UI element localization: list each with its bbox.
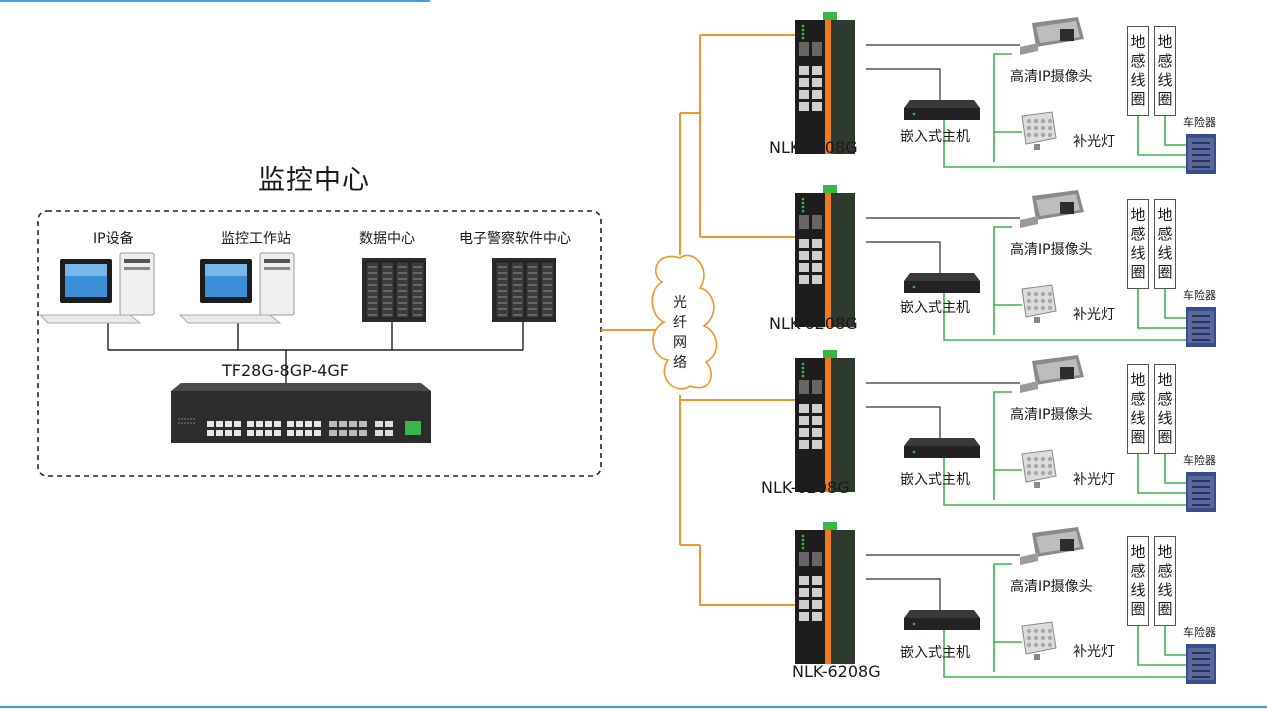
desktop-computer-icon <box>178 252 295 324</box>
ip-camera-label: 高清IP摄像头 <box>1010 407 1093 423</box>
green-link <box>1137 450 1186 494</box>
embedded-host-label: 嵌入式主机 <box>900 300 970 316</box>
green-link <box>993 53 1012 162</box>
green-link <box>943 458 1186 506</box>
fill-light-icon <box>1021 621 1057 660</box>
vehicle-detector-label: 车险器 <box>1183 116 1216 129</box>
switch-host-link <box>866 578 941 612</box>
ip-camera-icon <box>1020 527 1084 565</box>
bottom-accent-line <box>0 706 1267 708</box>
loop-detector-coil: 地感线圈 <box>1154 364 1176 454</box>
industrial-switch-icon <box>795 350 855 492</box>
site-group <box>795 185 1216 347</box>
green-link <box>1164 112 1186 146</box>
switch-host-link <box>866 241 941 275</box>
industrial-switch-icon <box>795 185 855 327</box>
vehicle-detector-icon <box>1186 134 1216 174</box>
device-label: 电子警察软件中心 <box>459 231 571 247</box>
embedded-host-label: 嵌入式主机 <box>900 645 970 661</box>
fill-light-label: 补光灯 <box>1073 307 1115 323</box>
switch-host-link <box>866 68 941 102</box>
embedded-host-label: 嵌入式主机 <box>900 129 970 145</box>
fill-light-icon <box>1021 449 1057 488</box>
loop-detector-coil: 地感线圈 <box>1154 26 1176 116</box>
embedded-host-icon <box>904 273 980 293</box>
fiber-network-char: 光 <box>673 295 687 311</box>
control-center-boundary <box>37 210 602 477</box>
industrial-switch-icon <box>795 522 855 664</box>
vehicle-detector-icon <box>1186 472 1216 512</box>
green-link <box>993 226 1012 335</box>
device-label: IP设备 <box>93 231 134 247</box>
ip-camera-label: 高清IP摄像头 <box>1010 242 1093 258</box>
fill-light-icon <box>1021 284 1057 323</box>
site-switch-label: NLK-6208G <box>769 314 858 333</box>
fiber-network-char: 络 <box>673 355 687 371</box>
industrial-switch-icon <box>795 12 855 154</box>
vehicle-detector-label: 车险器 <box>1183 626 1216 639</box>
embedded-host-icon <box>904 100 980 120</box>
green-link <box>993 563 1012 672</box>
green-link <box>943 630 1186 678</box>
green-link <box>993 391 1012 500</box>
site-group <box>795 522 1216 684</box>
fiber-network-char: 网 <box>673 335 687 351</box>
ip-camera-icon <box>1020 17 1084 55</box>
green-link <box>1164 450 1186 484</box>
green-link <box>943 293 1186 341</box>
embedded-host-icon <box>904 610 980 630</box>
device-label: 监控工作站 <box>221 231 291 247</box>
green-link <box>1164 622 1186 656</box>
vehicle-detector-icon <box>1186 644 1216 684</box>
core-switch-icon <box>171 383 431 443</box>
embedded-host-label: 嵌入式主机 <box>900 472 970 488</box>
green-link <box>1164 285 1186 319</box>
desktop-computer-icon <box>38 252 155 324</box>
green-link <box>1137 622 1186 666</box>
site-group <box>795 12 1216 174</box>
loop-detector-coil: 地感线圈 <box>1127 364 1149 454</box>
green-link <box>1137 112 1186 156</box>
fiber-link-site4 <box>699 545 795 606</box>
ip-camera-icon <box>1020 355 1084 393</box>
core-switch-label: TF28G-8GP-4GF <box>222 361 349 380</box>
fill-light-label: 补光灯 <box>1073 472 1115 488</box>
center-title: 监控中心 <box>258 165 370 196</box>
vehicle-detector-label: 车险器 <box>1183 289 1216 302</box>
device-label: 数据中心 <box>359 231 415 247</box>
server-rack-icon <box>362 258 426 322</box>
loop-detector-coil: 地感线圈 <box>1154 536 1176 626</box>
switch-host-link <box>866 406 941 440</box>
site-group <box>795 350 1216 512</box>
top-accent-line <box>0 0 430 2</box>
site-switch-label: NLK-6208G <box>792 662 881 681</box>
site-switch-label: NLK-6208G <box>769 138 858 157</box>
loop-detector-coil: 地感线圈 <box>1127 536 1149 626</box>
site-switch-label: NLK-6208G <box>761 478 850 497</box>
loop-detector-coil: 地感线圈 <box>1127 199 1149 289</box>
server-rack-icon <box>492 258 556 322</box>
green-link <box>943 120 1186 168</box>
embedded-host-icon <box>904 438 980 458</box>
fill-light-label: 补光灯 <box>1073 644 1115 660</box>
ip-camera-label: 高清IP摄像头 <box>1010 69 1093 85</box>
loop-detector-coil: 地感线圈 <box>1127 26 1149 116</box>
fiber-network-cloud <box>651 254 718 390</box>
vehicle-detector-icon <box>1186 307 1216 347</box>
fiber-network-label: 光纤网络 <box>670 293 690 373</box>
loop-detector-coil: 地感线圈 <box>1154 199 1176 289</box>
fiber-network-char: 纤 <box>673 315 687 331</box>
fill-light-icon <box>1021 111 1057 150</box>
vehicle-detector-label: 车险器 <box>1183 454 1216 467</box>
ip-camera-icon <box>1020 190 1084 228</box>
green-link <box>1137 285 1186 329</box>
fill-light-label: 补光灯 <box>1073 134 1115 150</box>
ip-camera-label: 高清IP摄像头 <box>1010 579 1093 595</box>
